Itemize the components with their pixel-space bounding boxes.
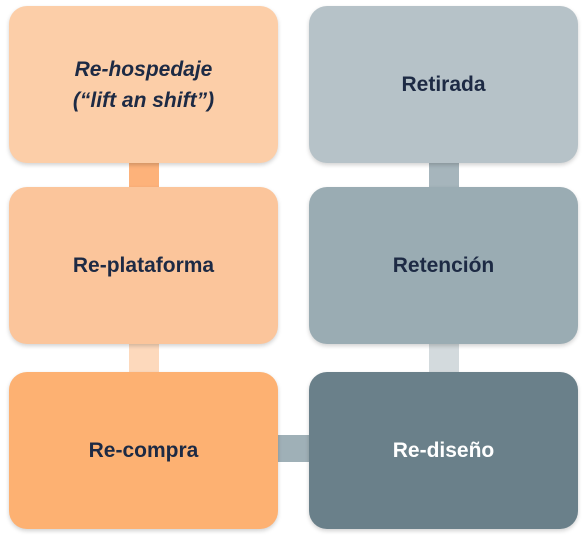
card-retire-label: Retirada (401, 73, 486, 96)
card-replatform-label: Re-plataforma (72, 254, 215, 277)
card-redesign: Re-diseño (309, 372, 578, 529)
card-retain: Retención (309, 187, 578, 344)
connector-retire-retain (429, 163, 459, 187)
connector-rehost-replatform (129, 163, 159, 187)
card-retain-label: Retención (392, 254, 495, 277)
connector-replatform-repurchase (129, 344, 159, 372)
card-repurchase: Re-compra (9, 372, 278, 529)
card-rehost: Re-hospedaje (“lift an shift”) (9, 6, 278, 163)
card-retire: Retirada (309, 6, 578, 163)
connector-repurchase-redesign (278, 435, 309, 462)
card-rehost-label: Re-hospedaje (“lift an shift”) (72, 57, 215, 112)
card-repurchase-label: Re-compra (88, 439, 199, 462)
connector-retain-redesign (429, 344, 459, 372)
card-redesign-label: Re-diseño (392, 439, 495, 462)
card-replatform: Re-plataforma (9, 187, 278, 344)
